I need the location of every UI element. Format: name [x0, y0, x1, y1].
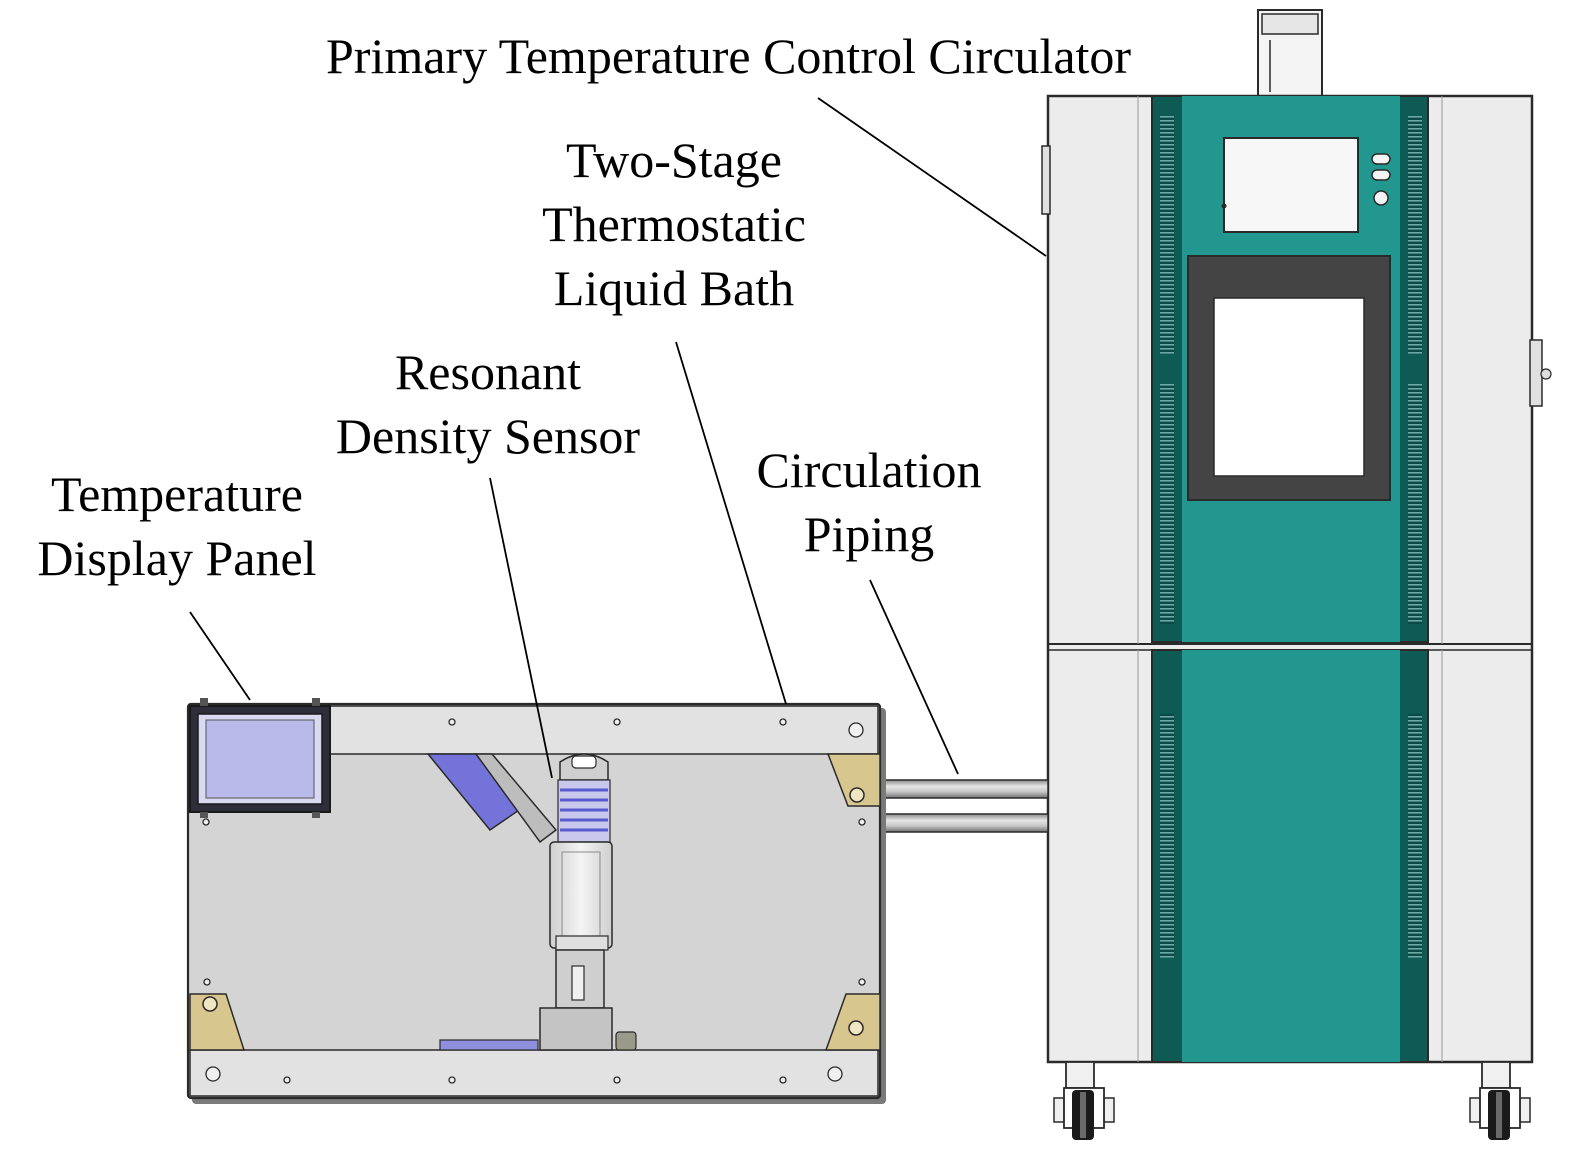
leader-circulator	[817, 97, 1047, 257]
label-bath: Two-Stage Thermostatic Liquid Bath	[542, 132, 806, 316]
label-display: Temperature Display Panel	[37, 466, 317, 586]
leader-piping	[869, 579, 959, 775]
corner-brackets	[189, 753, 881, 1051]
leader-sensor	[489, 477, 553, 779]
sensor-mount-arm	[426, 753, 558, 844]
leader-bath	[675, 341, 787, 705]
bath-body	[186, 702, 882, 1100]
leader-lines	[189, 97, 1047, 779]
label-piping: Circulation Piping	[756, 442, 982, 562]
density-sensor-assembly	[539, 753, 637, 1051]
circulator-front-lower	[1151, 649, 1429, 1063]
circulator-front-upper	[1151, 95, 1429, 643]
temperature-display-panel	[189, 698, 331, 818]
base-plate	[439, 1039, 539, 1051]
leader-display	[189, 611, 251, 701]
circulator-top-box	[1257, 9, 1323, 97]
caster-left	[1053, 1061, 1115, 1140]
label-sensor: Resonant Density Sensor	[335, 344, 641, 464]
circulator-unit	[1041, 9, 1552, 1140]
liquid-bath	[186, 698, 886, 1104]
caster-right	[1469, 1061, 1531, 1140]
circulation-pipes	[881, 779, 1049, 833]
label-circulator: Primary Temperature Control Circulator	[326, 28, 1132, 84]
controller-screen	[1223, 137, 1359, 233]
